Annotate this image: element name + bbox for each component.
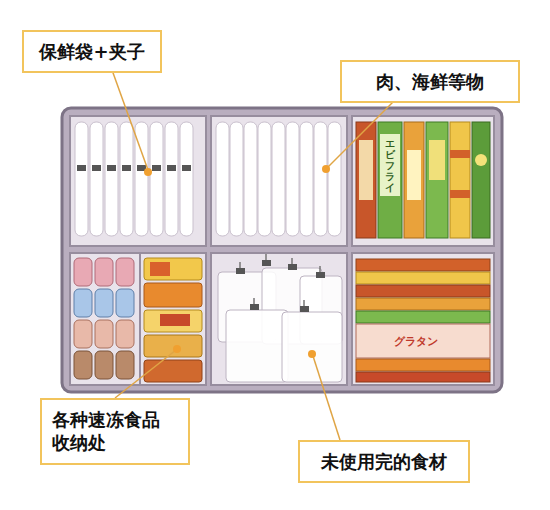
package-text: エビフライ: [385, 138, 395, 193]
callout-box: 保鲜袋+夹子: [22, 30, 162, 73]
callout-box: 未使用完的食材: [298, 440, 470, 483]
callout-box: 各种速冻食品收纳处: [40, 398, 190, 465]
package-text: グラタン: [392, 334, 440, 349]
callout-text: 保鲜袋+夹子: [34, 40, 150, 63]
callout-box: 肉、海鲜等物: [340, 60, 520, 103]
callout-text: 各种速冻食品收纳处: [52, 408, 165, 455]
callout-text: 肉、海鲜等物: [352, 70, 508, 93]
callout-text: 未使用完的食材: [310, 450, 458, 473]
